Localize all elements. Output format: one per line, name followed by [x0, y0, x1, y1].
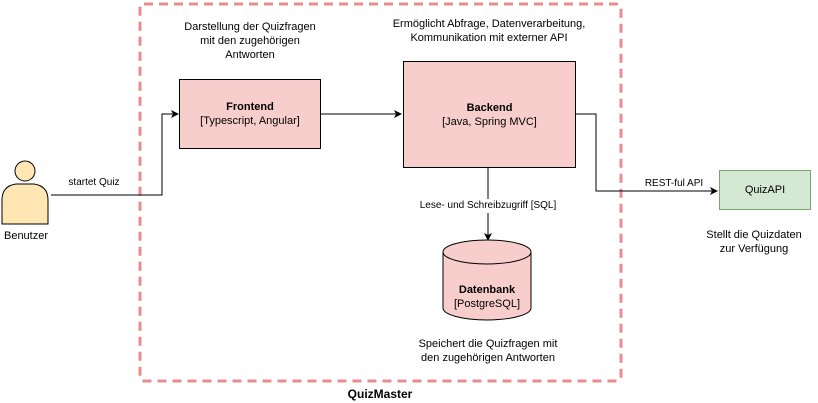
edge-backend-quizapi — [576, 113, 718, 195]
database-subtitle: [PostgreSQL] — [453, 298, 521, 310]
frontend-description: Darstellung der Quizfragen mit den zugeh… — [184, 21, 316, 61]
user-label: Benutzer — [3, 230, 49, 242]
database-description: Speichert die Quizfragen mit den zugehör… — [418, 338, 558, 364]
backend-title: Backend — [466, 101, 513, 114]
database-node[interactable]: Datenbank [PostgreSQL] — [443, 283, 531, 311]
quizapi-title: QuizAPI — [744, 184, 786, 196]
system-name: QuizMaster — [347, 387, 413, 401]
quizapi-description: Stellt die Quizdaten zur Verfügung — [706, 229, 802, 255]
frontend-subtitle: [Typescript, Angular] — [200, 115, 300, 127]
edge-label-startet-quiz: startet Quiz — [68, 177, 120, 188]
edge-user-frontend — [51, 110, 179, 196]
database-title: Datenbank — [458, 284, 516, 296]
edge-label-rest-api: REST-ful API — [644, 178, 704, 189]
frontend-node[interactable]: Frontend [Typescript, Angular] — [179, 79, 321, 149]
backend-node[interactable]: Backend [Java, Spring MVC] — [403, 61, 576, 168]
backend-subtitle: [Java, Spring MVC] — [442, 115, 537, 128]
backend-description: Ermöglicht Abfrage, Datenverarbeitung, K… — [392, 18, 586, 44]
edge-label-sql: Lese- und Schreibzugriff [SQL] — [412, 199, 564, 213]
database-cylinder — [442, 239, 532, 321]
frontend-title: Frontend — [226, 101, 274, 113]
user-icon — [1, 160, 49, 225]
quizapi-node[interactable]: QuizAPI — [719, 170, 811, 210]
system-boundary — [138, 2, 623, 383]
